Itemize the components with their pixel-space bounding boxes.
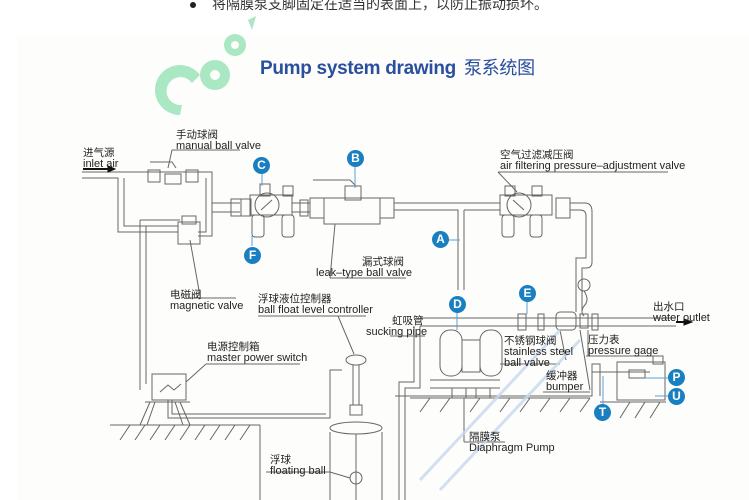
title-cn: 泵系统图 bbox=[463, 58, 535, 79]
master-power-switch-box bbox=[151, 373, 187, 401]
leak-valve-handle bbox=[313, 179, 357, 187]
pump-right-chamber bbox=[479, 329, 503, 377]
float-controller-head bbox=[345, 354, 367, 366]
badge-p: P bbox=[668, 369, 685, 386]
ground-left bbox=[110, 424, 260, 441]
pump-bottom-manifold bbox=[430, 379, 500, 389]
inlet-pipe bbox=[82, 171, 200, 233]
title-en: Pump system drawing bbox=[260, 58, 456, 79]
badge-a: A bbox=[432, 231, 449, 248]
leader-power-switch bbox=[185, 363, 300, 383]
leader-manual-valve bbox=[167, 149, 240, 169]
pump-left-chamber bbox=[439, 329, 463, 377]
magnetic-valve-body bbox=[177, 221, 201, 245]
stainless-ball-valve-body bbox=[537, 313, 545, 331]
pressure-gage-dial-icon bbox=[577, 278, 591, 292]
sucking-pipe bbox=[398, 326, 421, 500]
air-pipe-to-bumper bbox=[570, 202, 593, 312]
leader-ball-float bbox=[258, 315, 366, 355]
bullet-text: 将隔膜泵支脚固定在适当的表面上，以防止振动损坏。 bbox=[212, 0, 548, 13]
left-filter-bowl bbox=[251, 214, 265, 238]
manual-valve-fitting-right bbox=[185, 169, 199, 183]
watermark-text-icon bbox=[418, 328, 582, 492]
magnetic-valve-wire bbox=[139, 219, 180, 390]
manual-ball-valve-body bbox=[164, 173, 182, 185]
diagram-title: Pump system drawing 泵系统图 bbox=[260, 54, 535, 80]
manual-valve-handle bbox=[150, 161, 177, 169]
leak-type-ball-valve-body bbox=[323, 197, 381, 225]
right-filter-unit bbox=[499, 194, 553, 216]
leader-bumper bbox=[543, 329, 591, 393]
manual-valve-fitting-left bbox=[147, 169, 161, 183]
bumper-body bbox=[555, 311, 577, 331]
watermark-ring-1 bbox=[155, 64, 200, 115]
badge-b: B bbox=[347, 150, 364, 167]
bullet-dot-icon bbox=[190, 2, 196, 8]
watermark-ring-4 bbox=[248, 16, 256, 30]
left-filter-unit bbox=[249, 194, 293, 216]
pump-top-manifold bbox=[420, 317, 510, 327]
badge-d: D bbox=[449, 296, 466, 313]
outlet-pipe bbox=[510, 317, 676, 327]
badge-t: T bbox=[594, 404, 611, 421]
ground-pump bbox=[410, 397, 591, 413]
diagram-background bbox=[17, 35, 749, 500]
badge-u: U bbox=[668, 388, 685, 405]
water-tank-lid bbox=[329, 421, 383, 435]
badge-f: F bbox=[244, 247, 261, 264]
left-pressure-dial-icon bbox=[254, 192, 280, 218]
badge-e: E bbox=[519, 285, 536, 302]
leader-pressure-gage bbox=[586, 330, 654, 357]
watermark-logo-icon bbox=[155, 16, 256, 115]
leader-floating-ball bbox=[266, 471, 351, 479]
water-tank bbox=[329, 432, 383, 500]
air-pipe-main bbox=[394, 202, 500, 290]
bullet-instruction: 将隔膜泵支脚固定在适当的表面上，以防止振动损坏。 bbox=[190, 0, 548, 14]
leader-magnetic-valve bbox=[188, 239, 236, 299]
leader-air-filter bbox=[497, 171, 668, 193]
right-pressure-dial-icon bbox=[506, 192, 532, 218]
bypass-pipe bbox=[198, 171, 213, 237]
leader-leak-valve bbox=[329, 223, 406, 279]
power-wire bbox=[167, 369, 342, 419]
bumper-tank bbox=[616, 361, 666, 401]
badge-c: C bbox=[253, 157, 270, 174]
ground-right bbox=[619, 401, 661, 419]
float-rod bbox=[352, 364, 360, 406]
